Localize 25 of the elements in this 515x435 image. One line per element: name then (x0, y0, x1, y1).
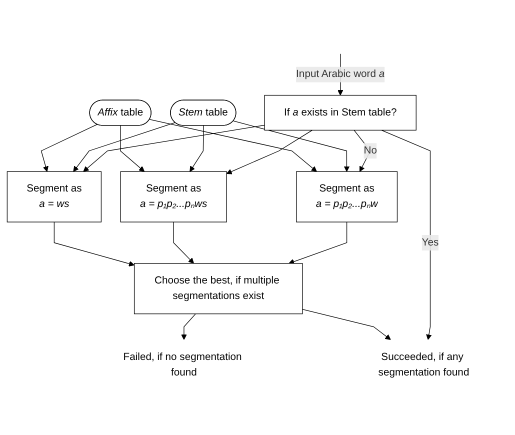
arrow (233, 121, 350, 172)
node-box (134, 263, 303, 314)
node-box (6, 172, 102, 223)
node-text: Failed, if no segmentation found (123, 352, 242, 378)
edge-label: Input Arabic word a (296, 69, 385, 80)
arrow (73, 122, 176, 172)
flowchart-drawing: Input Arabic word a No Yes Affix table Stem table If a exists in Stem table? Segment as a = ws Segment as a = p₁p₂...pₙws Segment as a = p₁p₂...pₙw Choose the best, if multiple segmentations exist Failed, if no segmentation found Succeeded, if any segmentation found (2, 39, 513, 396)
node-box (296, 172, 398, 223)
arrow (149, 120, 317, 172)
arrow (190, 126, 204, 172)
arrow (381, 130, 432, 340)
arrow (83, 125, 265, 172)
node-text: Succeeded, if any segmentation found (378, 352, 470, 378)
arrow (120, 126, 145, 172)
arrow (288, 222, 348, 265)
arrow (302, 309, 391, 340)
node-box (120, 172, 227, 223)
arrow (54, 222, 135, 267)
arrow (40, 124, 98, 172)
arrow (173, 222, 194, 264)
edge-label: Yes (422, 237, 439, 248)
arrow (226, 130, 313, 175)
edge-label: No (364, 145, 377, 156)
node-box (264, 95, 416, 131)
arrow (181, 314, 196, 340)
